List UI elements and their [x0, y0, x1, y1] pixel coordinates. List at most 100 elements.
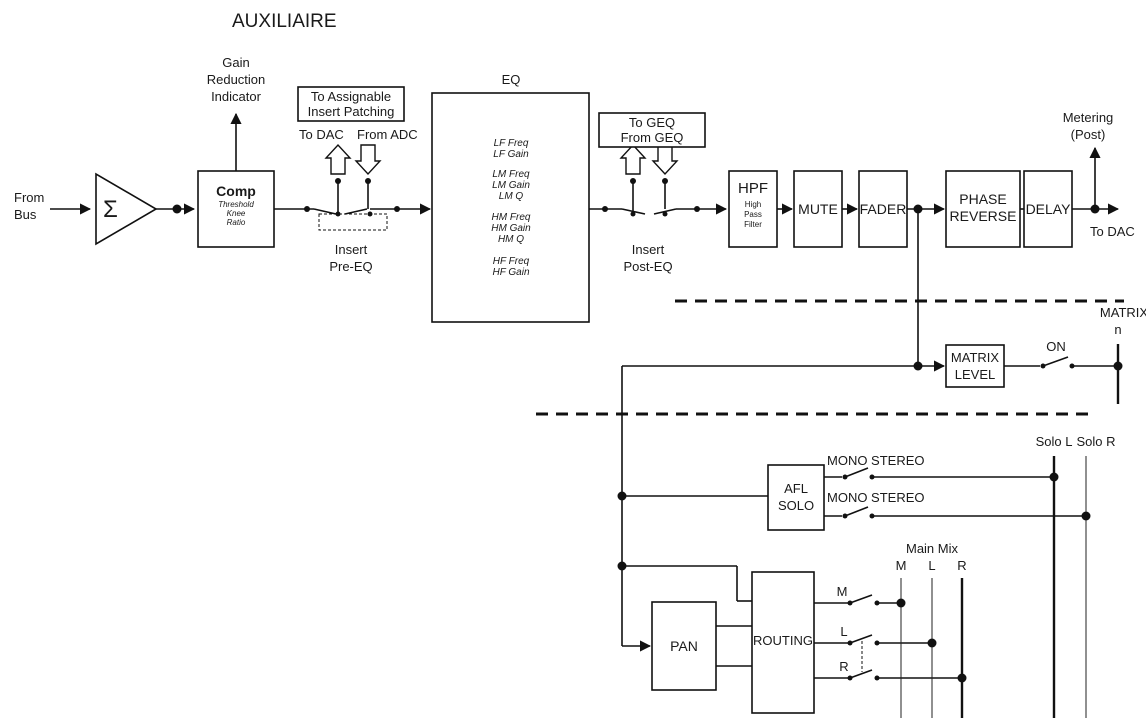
- node-dot: [1049, 472, 1059, 482]
- eq-param: HM Q: [498, 234, 524, 245]
- node-dot: [602, 206, 608, 212]
- metering-label-1: Metering: [1063, 110, 1114, 125]
- phase-label-2: REVERSE: [950, 208, 1017, 224]
- comp-label: Comp: [216, 183, 256, 199]
- eq-param: LF Gain: [493, 149, 529, 160]
- mute-label: MUTE: [798, 201, 838, 217]
- route-r-label: R: [839, 659, 848, 674]
- hpf-label: HPF: [738, 180, 768, 197]
- eq-param: LM Q: [499, 191, 524, 202]
- eq-param: LF Freq: [494, 138, 529, 149]
- delay-block: [1023, 170, 1073, 248]
- solo-l-label: Solo L: [1036, 434, 1073, 449]
- up-hollow-arrow-icon: [324, 143, 352, 175]
- hpf-sub-3: Filter: [744, 220, 762, 229]
- node-dot: [172, 204, 182, 214]
- hpf-sub-1: High: [745, 200, 761, 209]
- sigma-symbol: Σ: [103, 196, 118, 223]
- mono-stereo-label-1: MONO STEREO: [827, 453, 925, 468]
- eq-param: HM Freq: [492, 212, 531, 223]
- node-dot: [365, 178, 371, 184]
- insert-post-label-2: Post-EQ: [623, 259, 672, 274]
- fader-label: FADER: [860, 201, 907, 217]
- mono-stereo-label-2: MONO STEREO: [827, 490, 925, 505]
- to-dac-top-label: To DAC: [299, 127, 344, 142]
- eq-param: LM Freq: [492, 169, 530, 180]
- from-bus-label-2: Bus: [14, 207, 37, 222]
- insert-post-label-1: Insert: [632, 242, 665, 257]
- pan-block: [651, 601, 717, 691]
- route-r-switch: [849, 669, 873, 679]
- summing-amplifier: [95, 172, 158, 246]
- pre-eq-switch-a: [313, 208, 337, 215]
- mute-block: [793, 170, 843, 248]
- mix-m-label: M: [896, 558, 907, 573]
- eq-param: HF Gain: [492, 267, 529, 278]
- pre-eq-dashed-bracket: [318, 213, 388, 231]
- route-m-switch: [849, 594, 873, 604]
- down-hollow-arrow-icon: [354, 144, 382, 176]
- eq-parameters: LF Freq LF Gain LM Freq LM Gain LM Q HM …: [491, 138, 531, 278]
- routing-block: [751, 571, 815, 714]
- diagram-title: AUXILIAIRE: [232, 11, 337, 32]
- gain-reduction-label-1: Gain: [222, 55, 249, 70]
- metering-label-2: (Post): [1071, 127, 1106, 142]
- mix-r-label: R: [957, 558, 966, 573]
- comp-param-knee: Knee: [227, 209, 246, 218]
- pan-label: PAN: [670, 638, 698, 654]
- eq-title: EQ: [502, 72, 521, 87]
- node-dot: [662, 211, 668, 217]
- assignable-label-2: Insert Patching: [308, 104, 395, 119]
- eq-param: HF Freq: [493, 256, 530, 267]
- geq-label-2: From GEQ: [621, 130, 684, 145]
- insert-pre-label-2: Pre-EQ: [329, 259, 372, 274]
- matrix-level-label-2: LEVEL: [955, 367, 995, 382]
- matrix-level-block: [945, 344, 1005, 388]
- hpf-block: [728, 170, 778, 248]
- down-hollow-arrow-icon: [651, 144, 679, 176]
- node-dot: [1113, 361, 1123, 371]
- comp-param-threshold: Threshold: [218, 200, 254, 209]
- node-dot: [304, 206, 310, 212]
- afl-solo-block: [767, 464, 825, 531]
- route-m-label: M: [837, 584, 848, 599]
- matrix-level-label-1: MATRIX: [951, 350, 999, 365]
- geq-box: [598, 112, 706, 148]
- insert-pre-label-1: Insert: [335, 242, 368, 257]
- node-dot: [896, 598, 906, 608]
- fader-block: [858, 170, 908, 248]
- pre-eq-switch-b: [344, 208, 368, 215]
- route-l-switch: [849, 634, 873, 644]
- phase-reverse-block: [945, 170, 1021, 248]
- to-dac-label: To DAC: [1090, 224, 1135, 239]
- node-dot: [957, 673, 967, 683]
- eq-param: HM Gain: [491, 223, 531, 234]
- up-hollow-arrow-icon: [619, 143, 647, 175]
- on-label: ON: [1046, 339, 1066, 354]
- node-dot: [662, 178, 668, 184]
- solo-r-switch: [844, 506, 869, 517]
- gain-reduction-label-2: Reduction: [207, 72, 266, 87]
- node-dot: [630, 178, 636, 184]
- matrix-bus-label-1: MATRIX: [1100, 305, 1146, 320]
- from-bus-label-1: From: [14, 190, 44, 205]
- route-l-label: L: [840, 624, 847, 639]
- main-mix-label: Main Mix: [906, 541, 959, 556]
- node-dot: [335, 178, 341, 184]
- matrix-on-switch: [1042, 356, 1069, 367]
- assignable-insert-box: [297, 86, 405, 122]
- delay-label: DELAY: [1026, 201, 1072, 217]
- assignable-label-1: To Assignable: [311, 89, 391, 104]
- phase-label-1: PHASE: [959, 191, 1006, 207]
- hpf-sub-2: Pass: [744, 210, 762, 219]
- solo-r-label: Solo R: [1076, 434, 1115, 449]
- from-adc-label: From ADC: [357, 127, 418, 142]
- afl-label-1: AFL: [784, 481, 808, 496]
- eq-param: LM Gain: [492, 180, 530, 191]
- afl-label-2: SOLO: [778, 498, 814, 513]
- geq-label-1: To GEQ: [629, 115, 675, 130]
- comp-block: [197, 170, 275, 248]
- routing-label: ROUTING: [753, 633, 813, 648]
- mix-l-label: L: [928, 558, 935, 573]
